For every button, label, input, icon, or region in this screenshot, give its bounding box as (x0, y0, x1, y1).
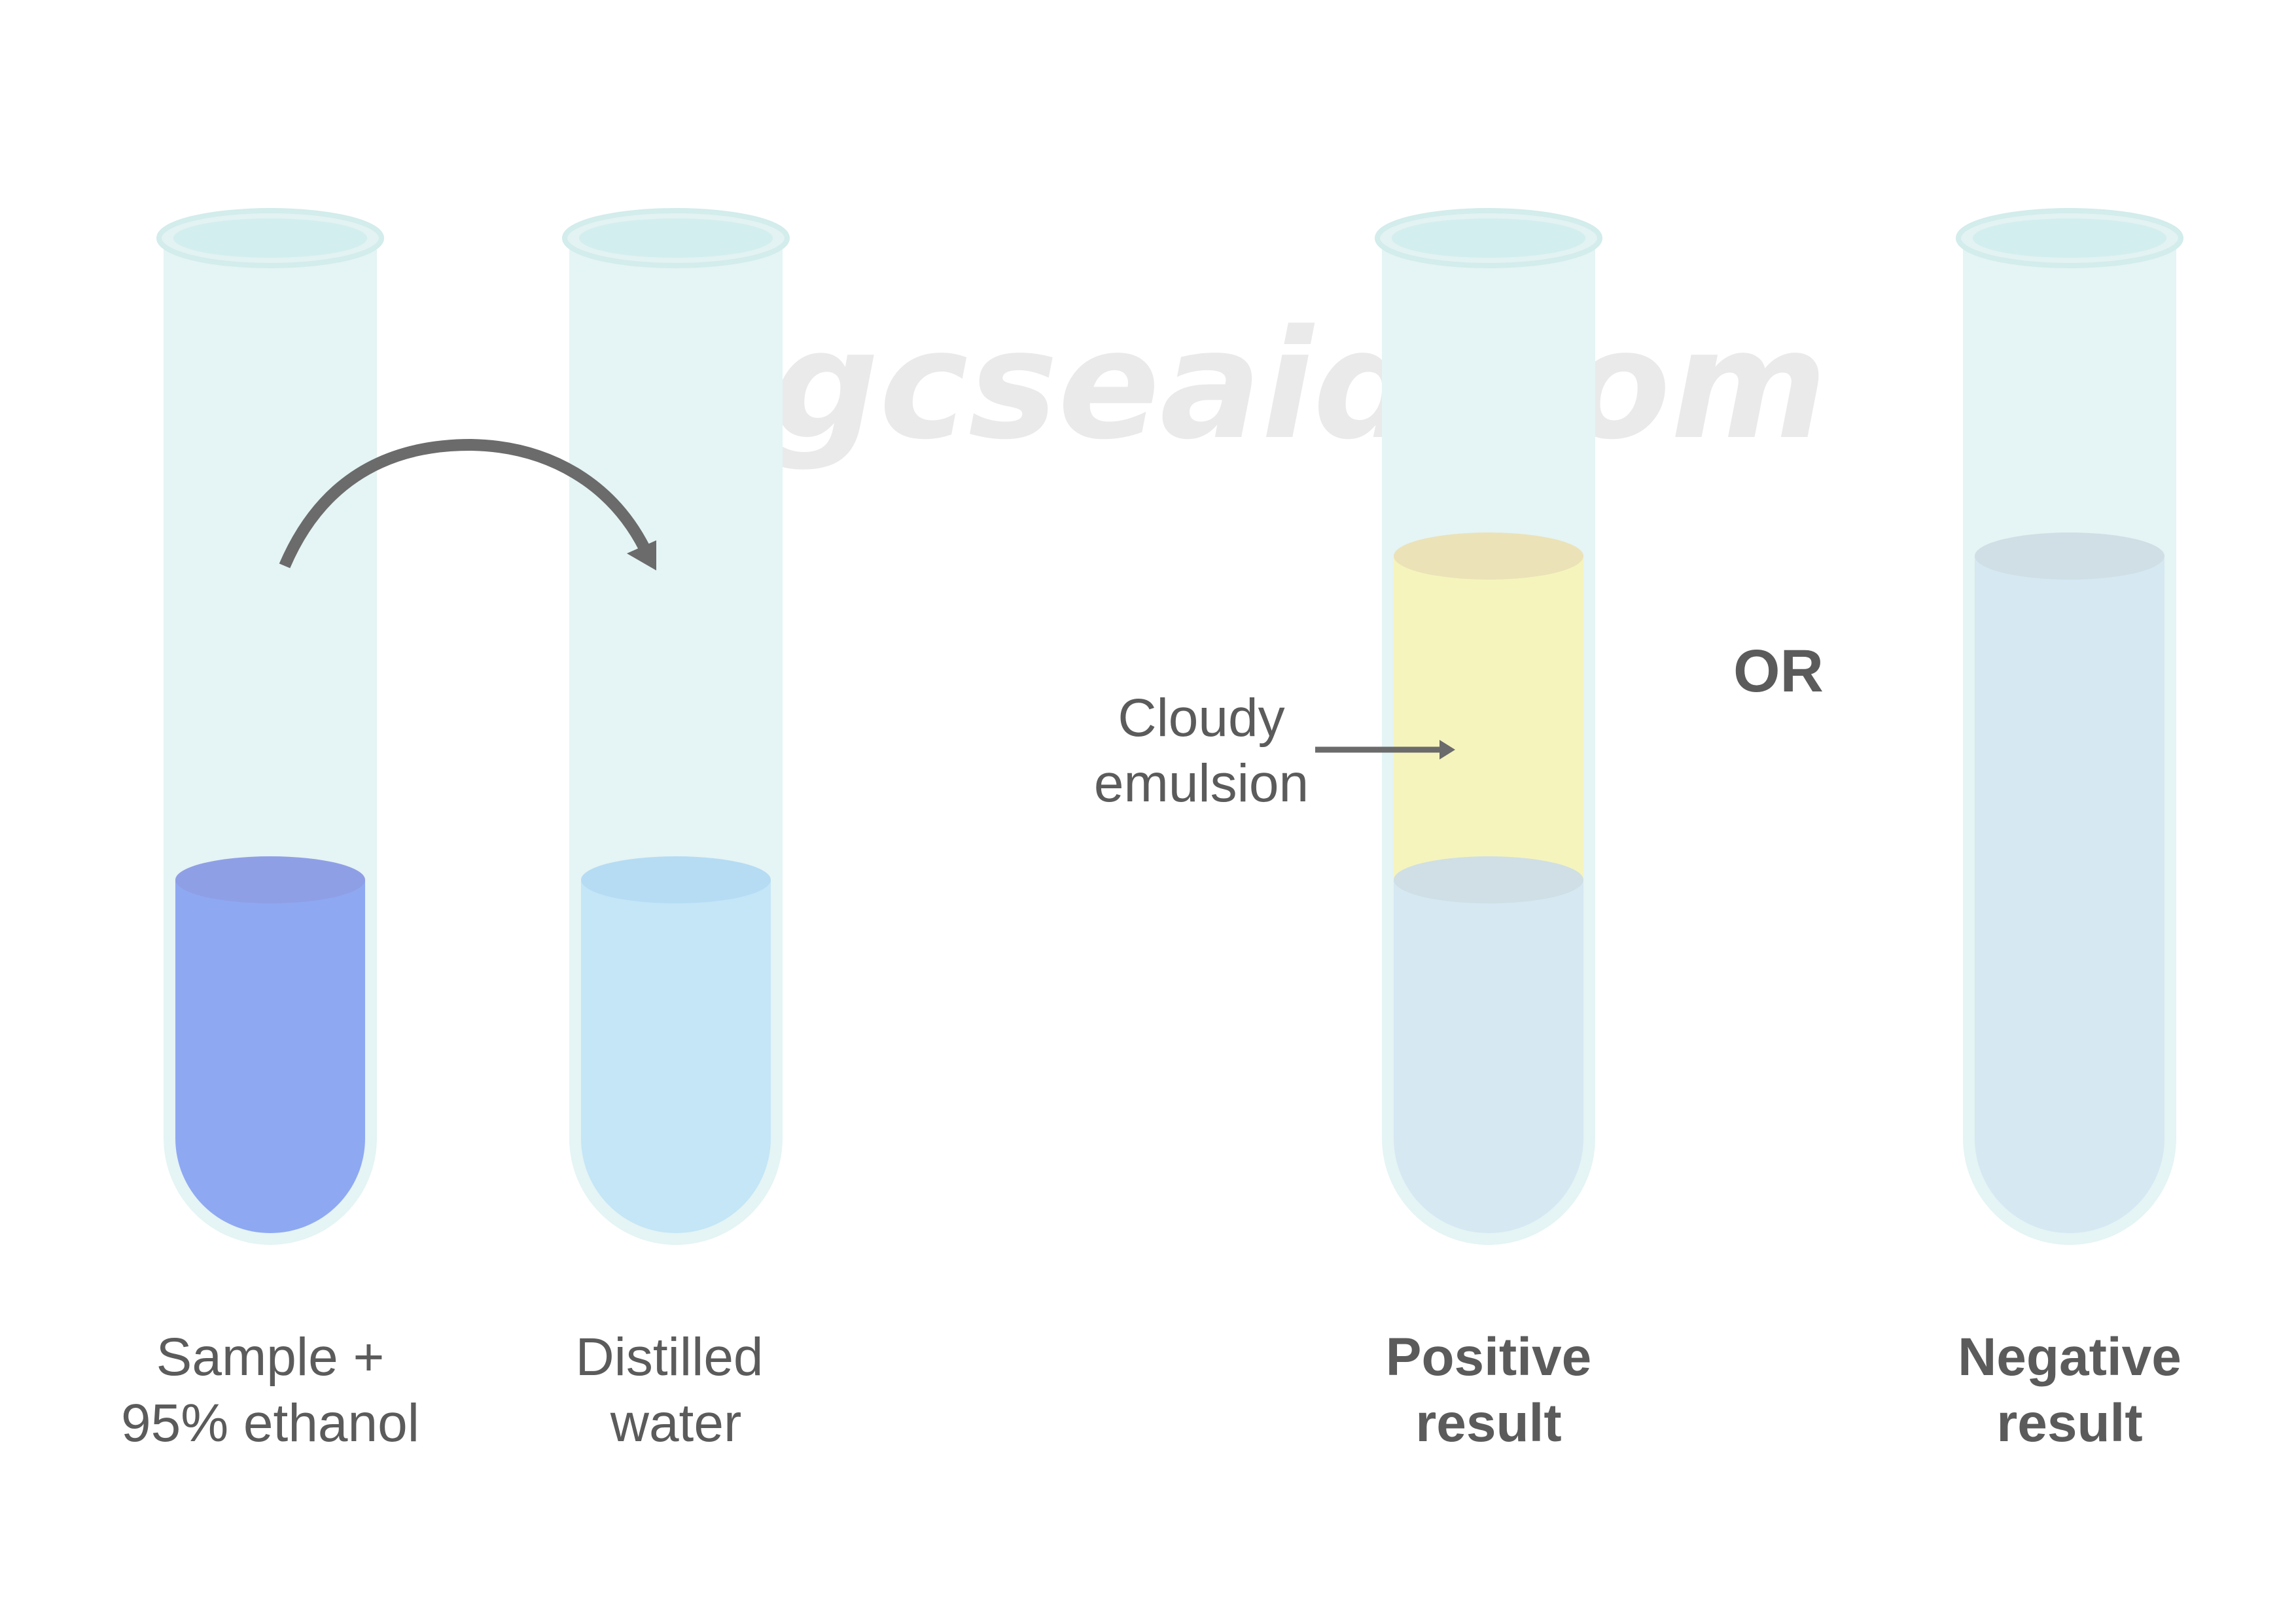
caption-sample-line2: 95% ethanol (121, 1393, 419, 1453)
tube-negative-liquid (1975, 556, 2164, 1233)
tube-water (562, 208, 790, 1245)
tube-positive (1375, 208, 1602, 1245)
tube-positive-emulsion-surface (1394, 532, 1583, 580)
tube-sample (156, 208, 384, 1245)
emulsion-label-line2: emulsion (1094, 754, 1309, 813)
tube-positive-liquid-surface (1394, 856, 1583, 903)
tube-positive-liquid (1394, 880, 1583, 1233)
tube-negative (1956, 208, 2183, 1245)
caption-negative-line1: Negative (1958, 1327, 2181, 1387)
pour-arrow (279, 438, 656, 570)
pour-arrow-curve (279, 438, 650, 568)
tube-sample-liquid (175, 880, 365, 1233)
tube-positive-rim-inner (1392, 218, 1585, 258)
emulsion-pointer-head (1439, 740, 1455, 759)
caption-water-line1: Distilled (575, 1327, 763, 1387)
caption-positive-line2: result (1415, 1393, 1561, 1453)
tube-sample-rim-inner (173, 218, 367, 258)
caption-sample-line1: Sample + (156, 1327, 385, 1387)
tube-positive-emulsion-layer (1394, 556, 1583, 880)
or-label: OR (1733, 638, 1824, 705)
emulsion-pointer (1315, 740, 1455, 759)
watermark-text: igcseaid.com (720, 298, 1828, 473)
tube-negative-liquid-surface (1975, 532, 2164, 580)
caption-water-line2: water (610, 1393, 742, 1453)
tube-sample-liquid-surface (175, 856, 365, 903)
tube-water-rim-inner (579, 218, 773, 258)
tube-negative-rim-inner (1973, 218, 2166, 258)
tube-water-liquid-surface (581, 856, 771, 903)
tube-water-liquid (581, 880, 771, 1233)
caption-positive-line1: Positive (1386, 1327, 1591, 1387)
emulsion-label-line1: Cloudy (1118, 688, 1284, 748)
pour-arrow-head (627, 540, 656, 570)
caption-negative-line2: result (1996, 1393, 2142, 1453)
